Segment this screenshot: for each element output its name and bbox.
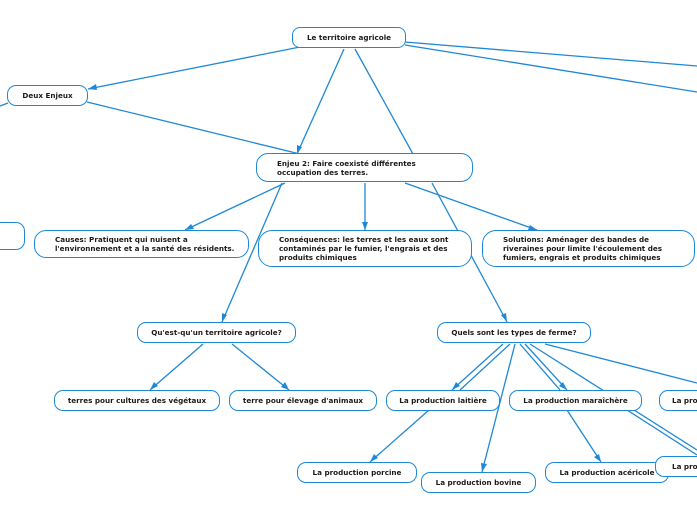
arrowhead <box>370 454 378 462</box>
node-deux-enjeux[interactable]: Deux Enjeux <box>7 85 88 106</box>
node-laitiere[interactable]: La production laitière <box>386 390 500 411</box>
node-label: La production maraîchère <box>523 396 628 405</box>
arrowhead <box>362 222 368 230</box>
node-question-territoire[interactable]: Qu'est-qu'un territoire agricole? <box>137 322 296 343</box>
node-label: Le territoire agricole <box>306 33 392 42</box>
edge-types-maraichere-1 <box>519 343 561 391</box>
edge-territoire-elevage <box>231 343 290 391</box>
edge-root-offscreen-2 <box>404 44 697 93</box>
node-consequences[interactable]: Conséquences: les terres et les eaux son… <box>258 230 472 267</box>
arrowhead <box>501 313 507 322</box>
node-label: La production laitière <box>399 396 487 405</box>
arrowhead <box>481 463 487 472</box>
node-root[interactable]: Le territoire agricole <box>292 27 406 48</box>
node-causes[interactable]: Causes: Pratiquent qui nuisent a l'envir… <box>34 230 249 258</box>
arrowhead <box>528 225 537 230</box>
arrowhead <box>185 224 194 230</box>
edge-types-bovine <box>481 343 516 473</box>
edge-root-deux-enjeux <box>87 46 301 90</box>
edge-deux-enjeux-offscreen <box>0 102 9 107</box>
arrowhead <box>559 382 567 390</box>
node-label: La pro <box>672 462 697 471</box>
node-label: Causes: Pratiquent qui nuisent a l'envir… <box>55 235 235 253</box>
node-terre-elevage[interactable]: terre pour élevage d'animaux <box>229 390 377 411</box>
node-label: Solutions: Aménager des bandes de rivera… <box>503 235 663 262</box>
node-label: Qu'est-qu'un territoire agricole? <box>151 328 282 337</box>
edge-maraichere-acericole <box>566 409 602 463</box>
arrowhead <box>88 84 97 90</box>
node-label: Enjeu 2: Faire coexisté différentes occu… <box>277 158 416 177</box>
node-bovine[interactable]: La production bovine <box>421 472 536 493</box>
arrowhead <box>452 382 460 390</box>
node-label: terre pour élevage d'animaux <box>242 396 364 405</box>
node-label: terres pour cultures des végétaux <box>67 396 207 405</box>
node-partial-left[interactable] <box>0 222 25 250</box>
node-label: La pro <box>672 396 697 405</box>
edge-root-enjeu2-left <box>296 48 345 155</box>
edge-types-laitiere-1 <box>451 343 504 391</box>
node-partial-right-2[interactable]: La pro <box>655 456 697 477</box>
node-partial-right-1[interactable]: La pro <box>659 390 697 411</box>
edge-territoire-cultures <box>149 343 204 391</box>
node-label: La production bovine <box>435 478 522 487</box>
node-label: La production acéricole <box>559 468 655 477</box>
arrowhead <box>150 382 158 390</box>
arrowhead <box>281 382 289 390</box>
node-enjeu2[interactable]: Enjeu 2: Faire coexisté différentes occu… <box>256 153 473 182</box>
edge-types-laitiere-2 <box>459 343 511 391</box>
node-porcine[interactable]: La production porcine <box>297 462 417 483</box>
node-label: Quels sont les types de ferme? <box>451 328 577 337</box>
edge-root-offscreen-1 <box>404 41 697 67</box>
node-solutions[interactable]: Solutions: Aménager des bandes de rivera… <box>482 230 695 267</box>
arrowhead <box>297 145 302 154</box>
node-label: La production porcine <box>312 468 402 477</box>
node-question-types[interactable]: Quels sont les types de ferme? <box>437 322 591 343</box>
edge-enjeu2-causes <box>184 182 286 231</box>
edge-maraichere-right <box>626 409 697 456</box>
node-maraichere[interactable]: La production maraîchère <box>509 390 642 411</box>
arrowhead <box>222 313 227 322</box>
node-label: Deux Enjeux <box>22 91 73 100</box>
edge-deux-enjeux-enjeu2 <box>86 101 301 155</box>
arrowhead <box>594 454 601 462</box>
edge-types-right-1 <box>544 343 697 384</box>
edge-laitiere-porcine <box>369 409 430 463</box>
edge-enjeu2-question-territoire <box>221 182 283 323</box>
edge-enjeu2-solutions <box>404 182 538 231</box>
node-acericole[interactable]: La production acéricole <box>545 462 669 483</box>
node-terres-cultures[interactable]: terres pour cultures des végétaux <box>54 390 220 411</box>
node-label: Conséquences: les terres et les eaux son… <box>279 235 449 262</box>
edge-root-enjeu2-right <box>354 48 414 155</box>
edge-types-maraichere-2 <box>524 343 568 391</box>
